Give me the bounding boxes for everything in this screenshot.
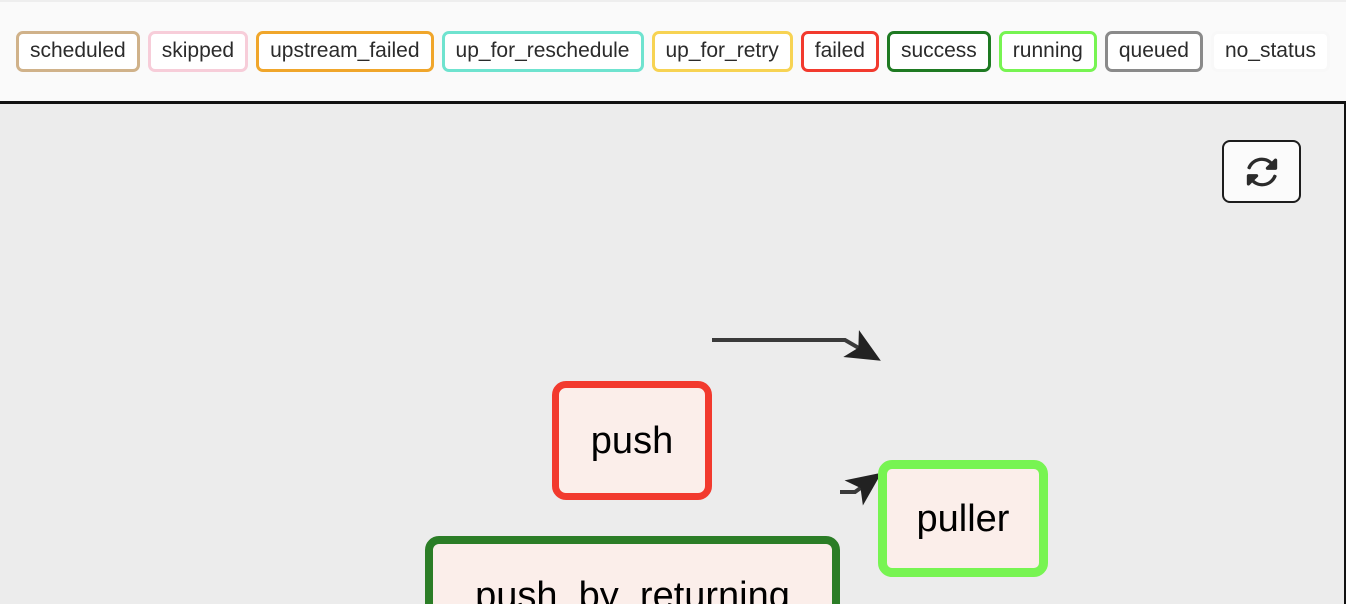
refresh-button[interactable] [1222,140,1301,203]
dag-graph-canvas[interactable]: push push_by_returning puller [0,101,1346,604]
graph-node-puller-label: puller [916,497,1010,540]
legend-pill-no-status[interactable]: no_status [1210,31,1331,72]
graph-edges [712,330,882,506]
legend-pill-skipped[interactable]: skipped [147,31,249,72]
graph-node-push-label: push [590,419,674,462]
legend-pill-running[interactable]: running [998,31,1097,72]
legend-pill-scheduled[interactable]: scheduled [15,31,140,72]
legend-pill-failed[interactable]: failed [800,31,879,72]
legend-pill-up-for-retry[interactable]: up_for_retry [651,31,793,72]
graph-node-push[interactable]: push [552,381,712,500]
edge-push-to-puller [712,330,881,361]
legend-pill-queued[interactable]: queued [1104,31,1203,72]
edge-push-by-returning-to-puller [840,472,882,506]
legend-pill-success[interactable]: success [886,31,991,72]
graph-node-puller[interactable]: puller [878,460,1048,577]
graph-node-push-by-returning-label: push_by_returning [475,574,790,604]
refresh-icon [1245,155,1279,189]
legend-pill-upstream-failed[interactable]: upstream_failed [256,31,434,72]
graph-node-push-by-returning[interactable]: push_by_returning [425,536,840,604]
legend-pill-up-for-reschedule[interactable]: up_for_reschedule [441,31,644,72]
